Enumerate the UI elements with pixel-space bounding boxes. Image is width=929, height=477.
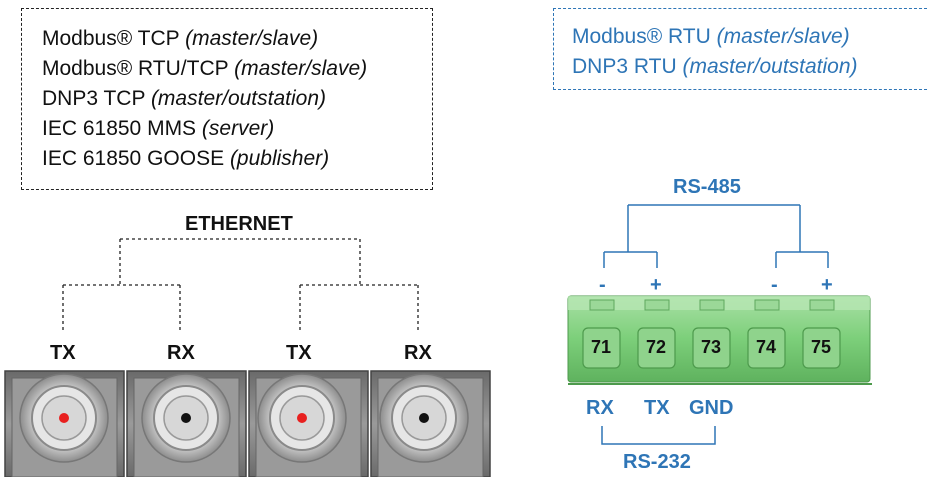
terminal-72: 72: [646, 337, 667, 357]
terminal-73: 73: [701, 337, 722, 357]
terminal-71: 71: [591, 337, 612, 357]
serial-protocol-2: DNP3 RTU (master/outstation): [572, 55, 858, 78]
port-label-1: TX: [50, 342, 76, 364]
rs232-pin-tx: TX: [644, 397, 670, 419]
ethernet-protocol-3: DNP3 TCP (master/outstation): [42, 87, 327, 110]
port-label-2: RX: [167, 342, 195, 364]
port-label-3: TX: [286, 342, 312, 364]
serial-protocol-1: Modbus® RTU (master/slave): [572, 25, 850, 48]
terminal-75: 75: [811, 337, 832, 357]
bnc-connectors: [4, 370, 491, 477]
rs485-label: RS-485: [673, 176, 741, 198]
ethernet-protocols-box: [21, 8, 433, 190]
polarity-minus-2: -: [771, 274, 778, 296]
rs485-tree: [603, 204, 829, 268]
rs232-label: RS-232: [623, 451, 691, 473]
rs232-bracket: [601, 426, 716, 445]
polarity-plus-2: +: [821, 274, 833, 296]
rs232-pin-gnd: GND: [689, 397, 734, 419]
ethernet-tree: [62, 238, 419, 330]
rs232-pin-rx: RX: [586, 397, 614, 419]
polarity-plus-1: +: [650, 274, 662, 296]
ethernet-protocol-2: Modbus® RTU/TCP (master/slave): [42, 57, 368, 80]
ethernet-protocol-4: IEC 61850 MMS (server): [42, 117, 275, 140]
ethernet-label: ETHERNET: [185, 213, 293, 235]
serial-protocols-box: [553, 8, 927, 90]
ethernet-protocol-5: IEC 61850 GOOSE (publisher): [42, 147, 330, 170]
port-label-4: RX: [404, 342, 432, 364]
ethernet-protocol-1: Modbus® TCP (master/slave): [42, 27, 319, 50]
polarity-minus-1: -: [599, 274, 606, 296]
terminal-block: [567, 295, 872, 385]
terminal-74: 74: [756, 337, 777, 357]
